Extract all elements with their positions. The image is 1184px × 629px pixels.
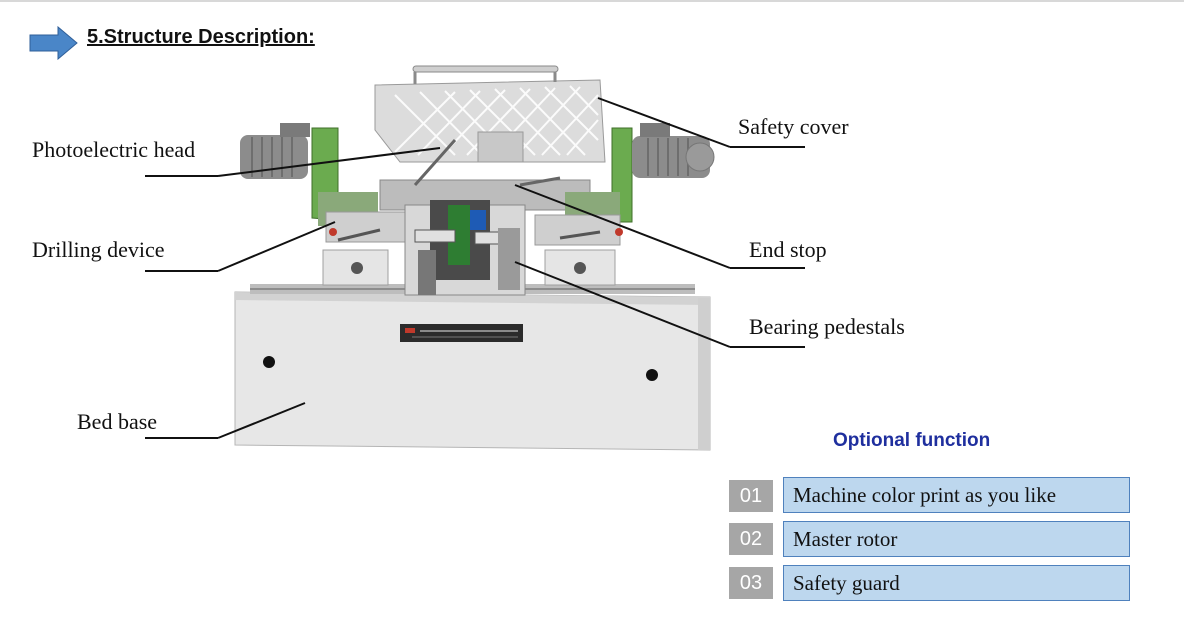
nameplate: [400, 324, 523, 342]
option-item-color-print: Machine color print as you like: [783, 477, 1130, 513]
option-number-03: 03: [729, 567, 773, 599]
label-safety-cover: Safety cover: [738, 114, 849, 139]
right-arrow-icon: [29, 26, 78, 60]
option-number-02: 02: [729, 523, 773, 555]
top-divider: [0, 0, 1184, 2]
optional-function-title: Optional function: [833, 430, 991, 451]
label-photoelectric-head: Photoelectric head: [32, 137, 196, 162]
option-item-safety-guard: Safety guard: [783, 565, 1130, 601]
bed-hole-left: [263, 356, 275, 368]
section-heading: 5.Structure Description:: [87, 26, 315, 48]
label-end-stop: End stop: [749, 237, 827, 262]
bed-hole-right: [646, 369, 658, 381]
label-drilling-device: Drilling device: [32, 237, 165, 262]
option-number-01: 01: [729, 480, 773, 512]
option-item-master-rotor: Master rotor: [783, 521, 1130, 557]
label-bearing-pedestals: Bearing pedestals: [749, 314, 905, 339]
label-bed-base: Bed base: [77, 409, 158, 434]
bed-base-body: [234, 291, 711, 451]
